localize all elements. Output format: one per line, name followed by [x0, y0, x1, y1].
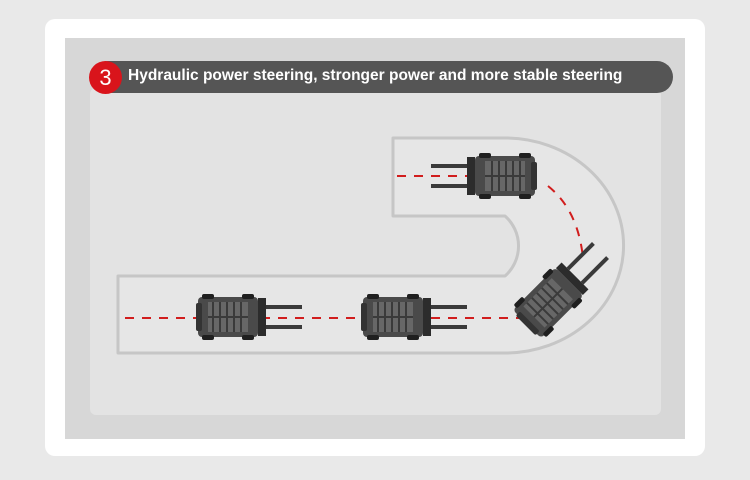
steering-path — [125, 175, 584, 319]
banner-title: Hydraulic power steering, stronger power… — [128, 67, 623, 84]
step-badge: 3 — [89, 61, 122, 94]
title-banner — [92, 61, 673, 93]
